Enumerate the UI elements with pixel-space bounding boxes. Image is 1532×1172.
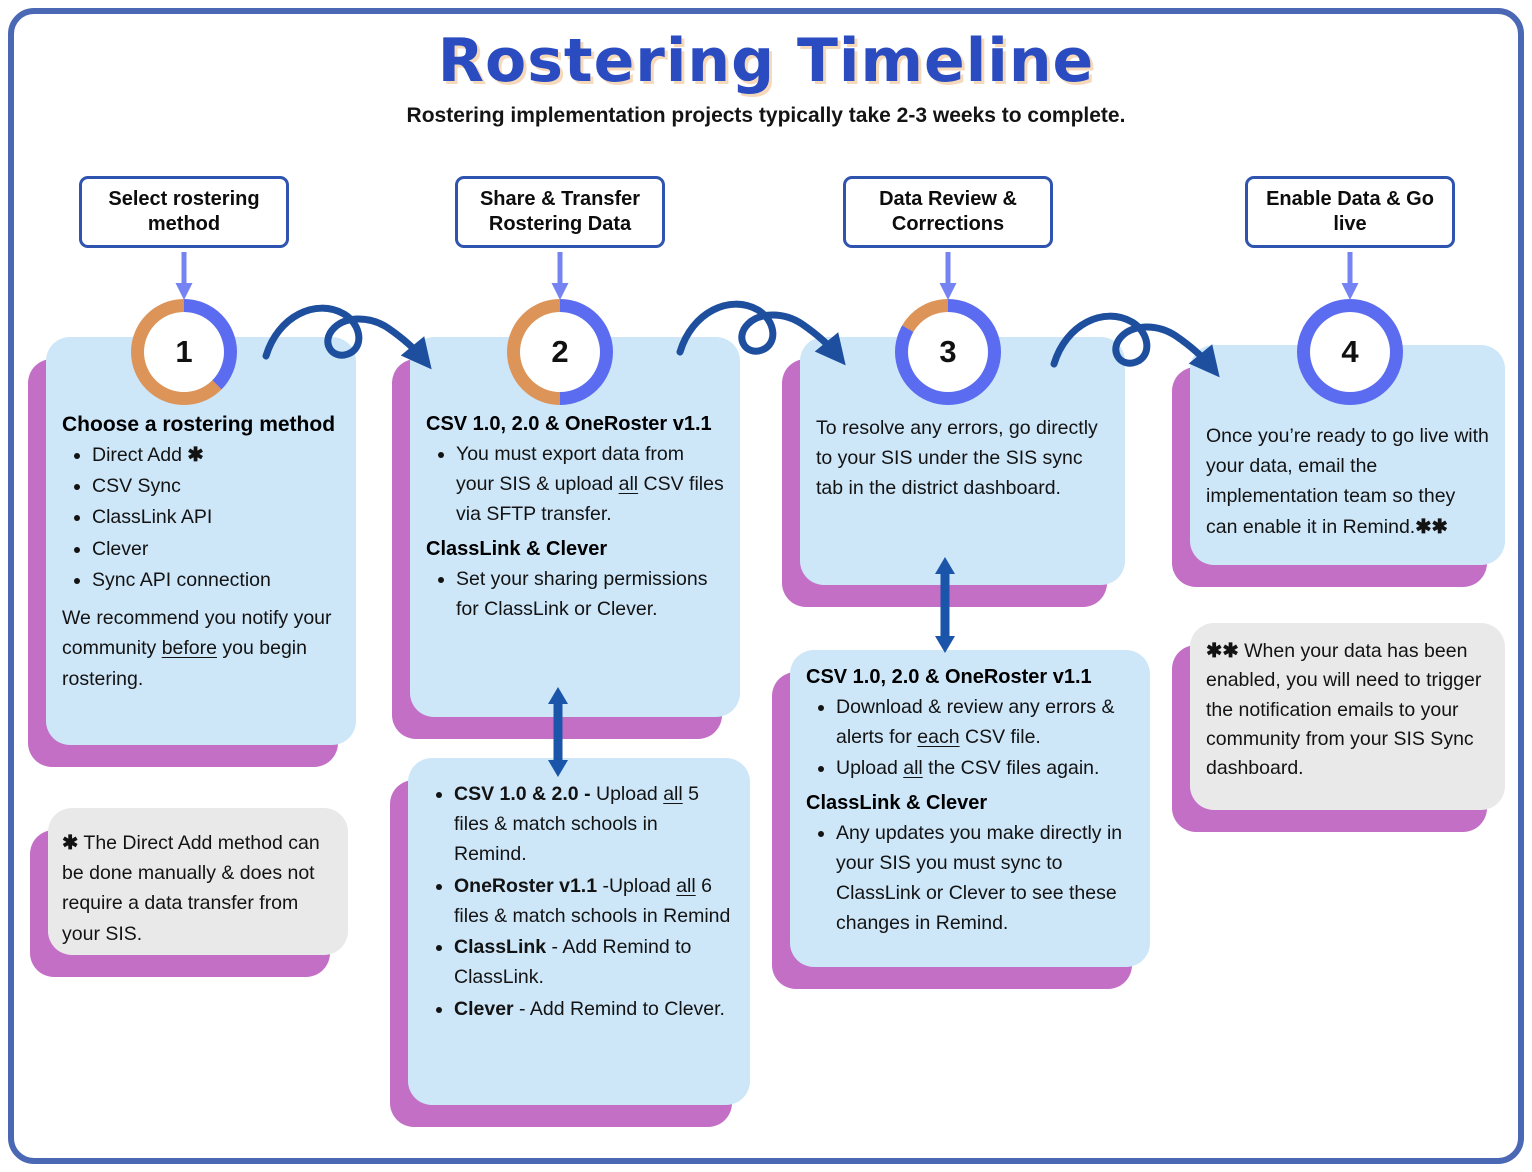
list-item: Any updates you make directly in your SI…: [836, 818, 1134, 939]
step-label-box-3: Data Review & Corrections: [843, 176, 1053, 248]
card-step2-list2: Set your sharing permissions for ClassLi…: [426, 564, 724, 624]
list-item: Clever: [92, 534, 340, 564]
loop-arrow-icon: [676, 300, 846, 366]
card-step2-heading2: ClassLink & Clever: [426, 537, 608, 560]
page-subtitle: Rostering implementation projects typica…: [406, 104, 1126, 127]
card-step1-note: ✱ The Direct Add method can be done manu…: [48, 808, 348, 955]
card-step2-detail: CSV 1.0 & 2.0 - Upload all 5 files & mat…: [408, 758, 750, 1105]
step-number-2: 2: [520, 312, 600, 392]
note-text: ✱✱ When your data has been enabled, you …: [1206, 640, 1482, 779]
card-step1-list: Direct Add ✱ CSV Sync ClassLink API Clev…: [62, 440, 340, 595]
loop-arrow-icon: [262, 304, 432, 370]
step-label-3: Data Review & Corrections: [879, 188, 1017, 235]
list-item: OneRoster v1.1 -Upload all 6 files & mat…: [454, 871, 734, 931]
card-step2-heading1: CSV 1.0, 2.0 & OneRoster v1.1: [426, 413, 712, 435]
step-label-box-2: Share & Transfer Rostering Data: [455, 176, 665, 248]
step-ring-1: 1: [131, 299, 237, 405]
list-item: Clever - Add Remind to Clever.: [454, 994, 734, 1024]
card-step2-list1: You must export data from your SIS & upl…: [426, 439, 724, 530]
page-title: Rostering Timeline: [437, 26, 1095, 96]
card-step4-text: Once you’re ready to go live with your d…: [1206, 425, 1489, 538]
card-step3-detail: CSV 1.0, 2.0 & OneRoster v1.1 Download &…: [790, 650, 1150, 967]
list-item: Upload all the CSV files again.: [836, 753, 1134, 783]
note-text: ✱ The Direct Add method can be done manu…: [62, 832, 320, 945]
step-number-4: 4: [1310, 312, 1390, 392]
card-step1: Choose a rostering method Direct Add ✱ C…: [46, 337, 356, 745]
double-arrow-icon: [935, 557, 955, 653]
step-label-1: Select rostering method: [108, 188, 260, 235]
card-step1-footer: We recommend you notify your community b…: [62, 607, 332, 690]
down-arrow-icon: [175, 252, 193, 300]
step-number-3: 3: [908, 312, 988, 392]
step-label-box-4: Enable Data & Go live: [1245, 176, 1455, 248]
card-step4-note: ✱✱ When your data has been enabled, you …: [1190, 623, 1505, 810]
list-item: ClassLink - Add Remind to ClassLink.: [454, 932, 734, 992]
step-ring-4: 4: [1297, 299, 1403, 405]
step-label-2: Share & Transfer Rostering Data: [479, 188, 641, 235]
step-label-box-1: Select rostering method: [79, 176, 289, 248]
list-item: CSV 1.0 & 2.0 - Upload all 5 files & mat…: [454, 779, 734, 870]
down-arrow-icon: [551, 252, 569, 300]
step-ring-3: 3: [895, 299, 1001, 405]
list-item: Direct Add ✱: [92, 440, 340, 470]
double-arrow-icon: [548, 687, 568, 777]
list-item: ClassLink API: [92, 502, 340, 532]
list-item: Download & review any errors & alerts fo…: [836, 692, 1134, 752]
card-step3-detail-list1: Download & review any errors & alerts fo…: [806, 692, 1134, 784]
card-step3-detail-heading1: CSV 1.0, 2.0 & OneRoster v1.1: [806, 666, 1092, 688]
step-label-4: Enable Data & Go live: [1266, 188, 1434, 235]
card-step2-detail-list: CSV 1.0 & 2.0 - Upload all 5 files & mat…: [424, 779, 734, 1024]
list-item: Sync API connection: [92, 565, 340, 595]
card-step3-detail-list2: Any updates you make directly in your SI…: [806, 818, 1134, 939]
step-ring-2: 2: [507, 299, 613, 405]
card-step3-text: To resolve any errors, go directly to yo…: [816, 417, 1098, 500]
card-step3-detail-heading2: ClassLink & Clever: [806, 791, 988, 814]
down-arrow-icon: [939, 252, 957, 300]
list-item: CSV Sync: [92, 471, 340, 501]
list-item: Set your sharing permissions for ClassLi…: [456, 564, 724, 624]
loop-arrow-icon: [1050, 312, 1220, 378]
step-number-1: 1: [144, 312, 224, 392]
list-item: You must export data from your SIS & upl…: [456, 439, 724, 530]
card-step1-heading: Choose a rostering method: [62, 413, 336, 436]
down-arrow-icon: [1341, 252, 1359, 300]
